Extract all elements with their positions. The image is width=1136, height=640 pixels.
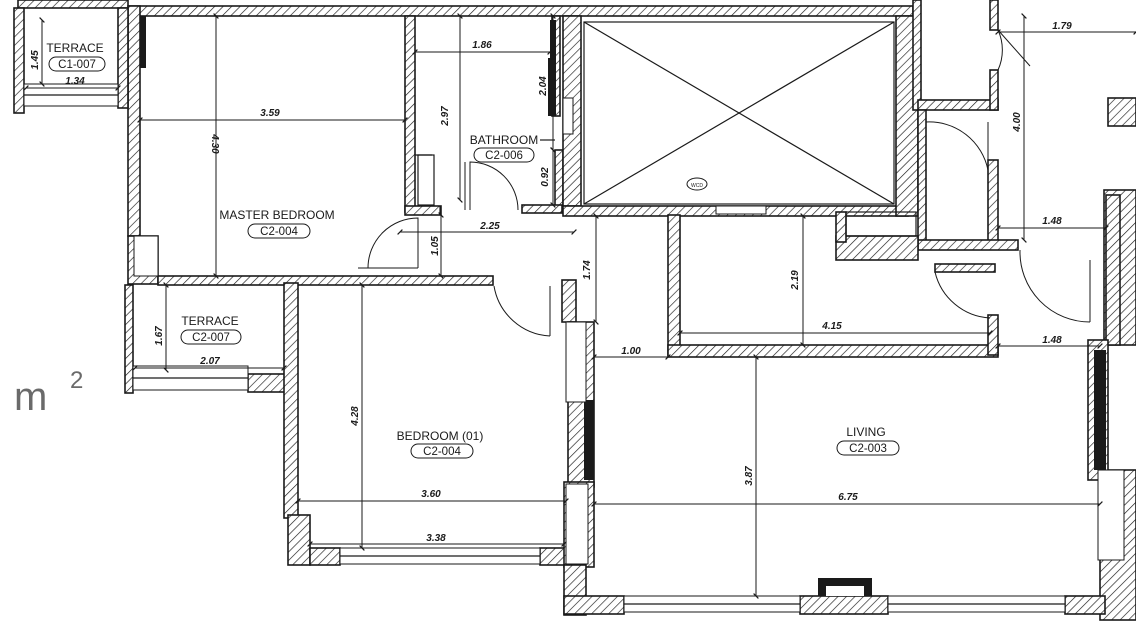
dim-3-60: 3.60 bbox=[421, 489, 441, 500]
windows bbox=[23, 83, 1125, 613]
room-master-bedroom: MASTER BEDROOM C2-004 bbox=[219, 208, 335, 239]
dimension-labels: 1.45 1.34 3.59 4.30 1.86 2.97 2.04 0.92 … bbox=[30, 21, 1072, 544]
room-bedroom-01: BEDROOM (01) C2-004 bbox=[397, 429, 484, 459]
dim-4-15: 4.15 bbox=[821, 321, 842, 332]
room-bathroom: BATHROOM C2-006 bbox=[470, 133, 538, 163]
dim-1-74: 1.74 bbox=[582, 260, 593, 280]
shaft: WCD bbox=[583, 21, 895, 205]
area-unit-label: m 2 bbox=[14, 367, 83, 419]
dim-1-34: 1.34 bbox=[65, 76, 85, 87]
dim-1-79: 1.79 bbox=[1052, 21, 1072, 32]
dim-6-75: 6.75 bbox=[838, 492, 858, 503]
dim-1-45: 1.45 bbox=[30, 50, 41, 70]
unit-exponent: 2 bbox=[70, 367, 83, 394]
room-code: C2-004 bbox=[423, 446, 461, 458]
dim-1-05: 1.05 bbox=[430, 236, 441, 256]
dim-1-48-bottom: 1.48 bbox=[1042, 335, 1062, 346]
room-name: LIVING bbox=[846, 425, 885, 439]
room-terrace-mid: TERRACE C2-007 bbox=[180, 314, 242, 345]
room-name: TERRACE bbox=[46, 41, 103, 55]
dim-1-00: 1.00 bbox=[621, 346, 641, 357]
unit-base: m bbox=[14, 375, 47, 419]
dim-4-28: 4.28 bbox=[350, 406, 361, 427]
dim-0-92: 0.92 bbox=[540, 167, 551, 187]
dim-1-86: 1.86 bbox=[472, 40, 492, 51]
room-name: MASTER BEDROOM bbox=[219, 208, 334, 222]
room-code: C2-006 bbox=[485, 150, 523, 162]
dim-3-38: 3.38 bbox=[426, 533, 446, 544]
dim-1-48-top: 1.48 bbox=[1042, 216, 1062, 227]
room-living: LIVING C2-003 bbox=[836, 425, 900, 456]
room-code: C1-007 bbox=[58, 59, 96, 71]
room-code: C2-007 bbox=[192, 332, 230, 344]
dim-2-04: 2.04 bbox=[538, 76, 549, 97]
room-name: BEDROOM (01) bbox=[397, 429, 484, 443]
dim-2-19: 2.19 bbox=[790, 270, 801, 291]
dim-2-07: 2.07 bbox=[199, 356, 220, 367]
room-name: TERRACE bbox=[181, 314, 238, 328]
dim-4-00: 4.00 bbox=[1012, 112, 1023, 133]
room-name: BATHROOM bbox=[470, 133, 538, 147]
dim-2-97: 2.97 bbox=[440, 106, 451, 127]
dim-3-87: 3.87 bbox=[744, 466, 755, 486]
doors bbox=[358, 29, 1091, 337]
room-terrace-top: TERRACE C1-007 bbox=[46, 41, 106, 72]
dim-3-59: 3.59 bbox=[260, 108, 280, 119]
dim-2-25: 2.25 bbox=[479, 221, 500, 232]
dimension-lines bbox=[23, 13, 1136, 599]
shaft-label: WCD bbox=[691, 183, 703, 189]
room-code: C2-003 bbox=[849, 443, 887, 455]
room-code: C2-004 bbox=[260, 226, 298, 238]
dim-4-30: 4.30 bbox=[209, 133, 220, 154]
dim-1-67: 1.67 bbox=[154, 326, 165, 346]
